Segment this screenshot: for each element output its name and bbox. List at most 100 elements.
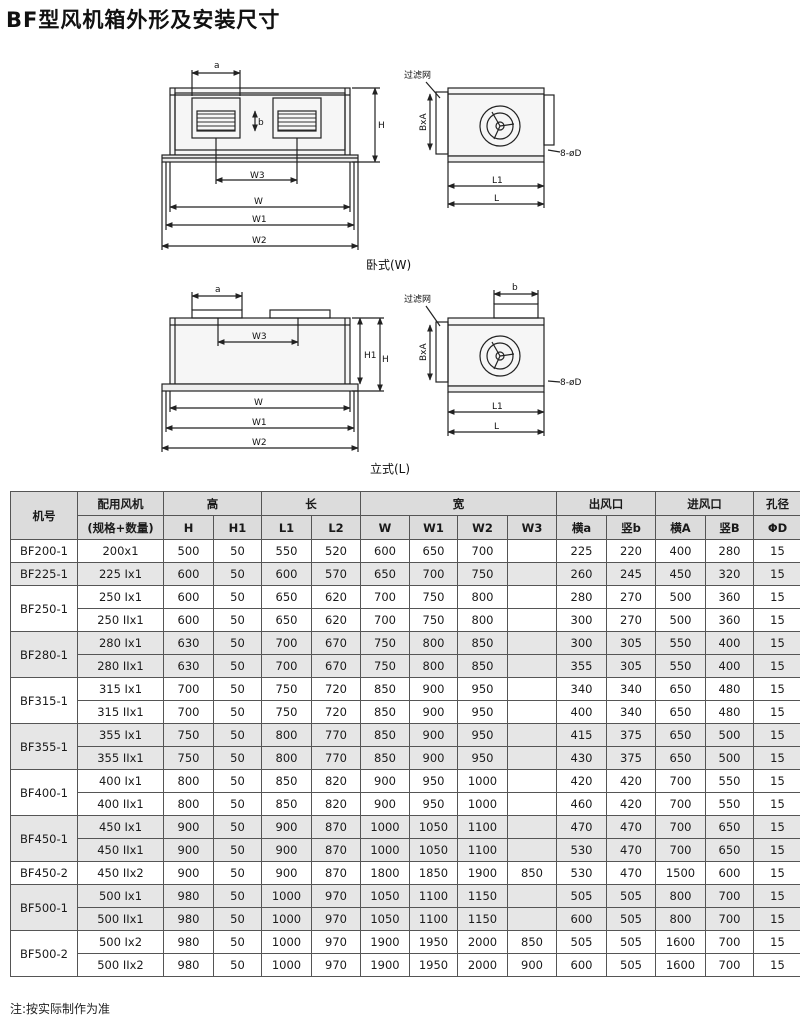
table-cell: 600 [261,562,312,586]
table-cell: 800 [655,884,706,908]
table-cell: 650 [655,677,706,701]
table-cell: 15 [753,723,800,747]
table-cell: 360 [705,585,754,609]
table-cell: 15 [753,930,800,954]
table-cell: 420 [606,769,656,793]
table-cell: 850 [261,792,312,816]
table-cell: 800 [457,608,508,632]
table-cell: 700 [705,907,754,931]
spec-table: 机号 配用风机 高 长 宽 出风口 进风口 孔径 (规格+数量) H H1 L1… [10,491,800,977]
model-cell: BF225-1 [10,562,78,586]
header-W2: W2 [457,515,508,540]
model-cell: BF280-1 [10,631,78,678]
table-cell: 750 [360,631,410,655]
dim-label-W2: W2 [252,236,267,246]
table-cell: 750 [457,562,508,586]
table-cell: 400 [556,700,607,724]
table-cell: 980 [163,930,214,954]
dim-label-W-v: W [254,398,263,408]
table-cell: 900 [163,838,214,862]
dim-label-H-v: H [382,355,389,365]
table-cell: 450 [655,562,706,586]
table-cell: 650 [705,815,754,839]
table-cell: 225 Ix1 [77,562,164,586]
table-cell: 50 [213,769,262,793]
table-cell: 50 [213,815,262,839]
vertical-front-view [161,292,384,452]
table-cell: 800 [409,654,458,678]
table-cell: 1000 [360,815,410,839]
table-cell: 650 [655,746,706,770]
table-cell: 430 [556,746,607,770]
model-cell: BF200-1 [10,539,78,563]
table-cell: 505 [556,930,607,954]
dim-label-a-v: a [215,285,221,295]
table-cell: 750 [163,723,214,747]
table-cell: 1000 [457,792,508,816]
table-cell [507,838,557,862]
table-cell: 670 [311,654,361,678]
table-cell: 600 [163,585,214,609]
table-cell: 950 [457,700,508,724]
table-cell: 50 [213,838,262,862]
table-cell: 950 [457,677,508,701]
table-cell: 700 [457,539,508,563]
table-cell: 900 [360,792,410,816]
table-cell: 900 [261,838,312,862]
table-cell: 1100 [457,815,508,839]
table-cell: 415 [556,723,607,747]
table-cell: 50 [213,930,262,954]
table-cell: 1000 [457,769,508,793]
model-cell: BF450-2 [10,861,78,885]
table-cell: 800 [261,746,312,770]
table-cell: 15 [753,769,800,793]
header-outlet-a: 横a [556,515,607,540]
table-cell: 500 Ix1 [77,884,164,908]
table-cell: 15 [753,677,800,701]
table-cell: 420 [606,792,656,816]
table-cell: 600 [556,907,607,931]
table-cell: 355 [556,654,607,678]
table-cell: 50 [213,631,262,655]
table-cell: 980 [163,884,214,908]
table-cell: 1900 [457,861,508,885]
table-cell: 1600 [655,953,706,977]
table-cell: 50 [213,608,262,632]
table-cell: 550 [705,769,754,793]
horizontal-side-view [425,81,561,208]
table-cell: 570 [311,562,361,586]
table-cell: 400 [705,631,754,655]
table-cell: 375 [606,723,656,747]
table-cell: 270 [606,585,656,609]
table-cell: 15 [753,539,800,563]
dim-label-BxA-bottom: BxA [419,342,429,361]
table-cell: 1800 [360,861,410,885]
model-cell: BF450-1 [10,815,78,862]
table-cell: 50 [213,884,262,908]
table-cell: 505 [606,907,656,931]
table-cell: 505 [606,884,656,908]
dim-label-b: b [258,118,264,128]
table-cell [507,792,557,816]
dim-label-W: W [254,197,263,207]
table-cell: 900 [409,700,458,724]
table-cell: 50 [213,700,262,724]
table-cell: 1000 [261,930,312,954]
table-cell: 15 [753,792,800,816]
table-cell: 50 [213,654,262,678]
table-cell: 505 [556,884,607,908]
header-D: ΦD [753,515,800,540]
table-cell: 700 [163,700,214,724]
table-cell: 450 IIx2 [77,861,164,885]
table-cell: 850 [360,677,410,701]
model-cell: BF500-2 [10,930,78,977]
table-cell: 245 [606,562,656,586]
